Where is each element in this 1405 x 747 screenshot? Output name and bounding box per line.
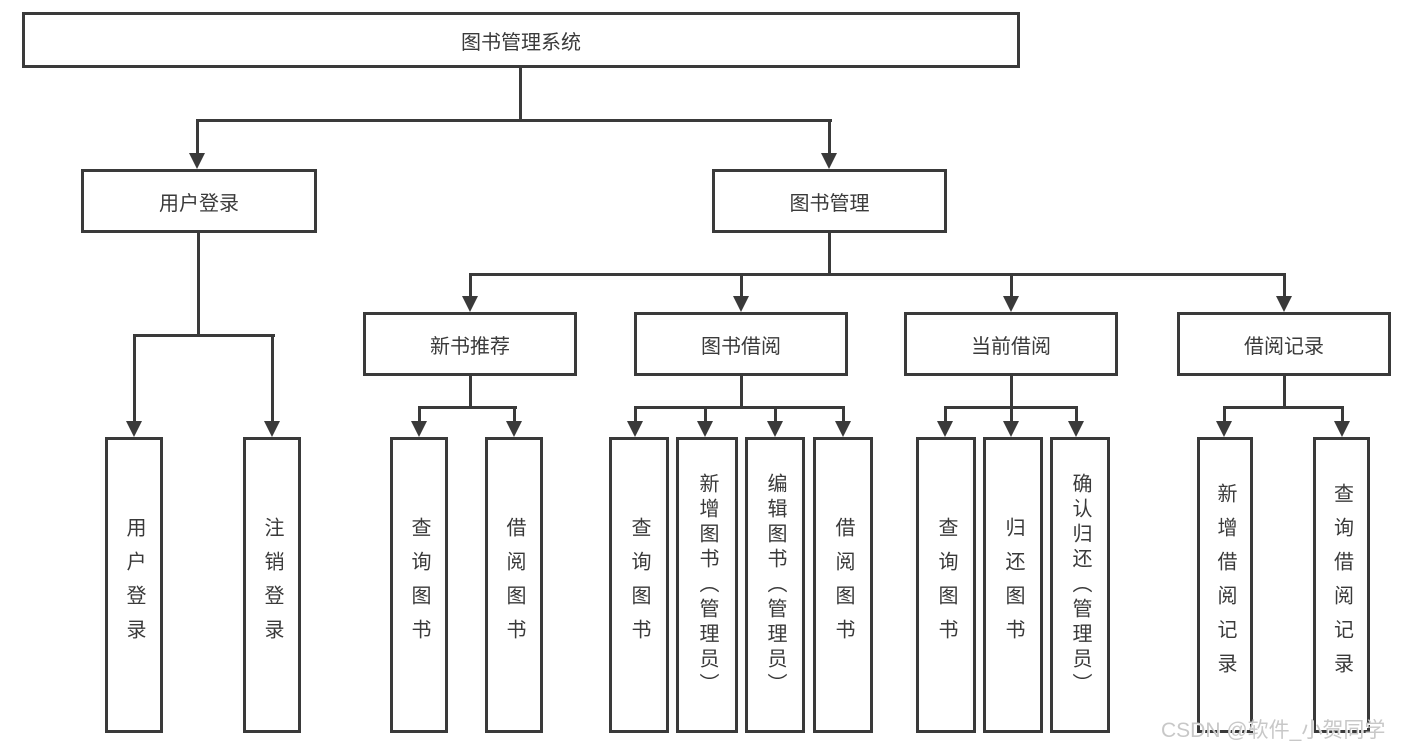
arrow-down-icon [264, 421, 280, 437]
arrow-down-icon [767, 421, 783, 437]
connector-line [634, 406, 845, 409]
connector-line [1075, 406, 1078, 423]
leaf-borrow-add-admin: 新增图书（管理员） [676, 437, 738, 733]
arrow-down-icon [697, 421, 713, 437]
leaf-user-login: 用户登录 [105, 437, 163, 733]
connector-line [196, 119, 199, 155]
connector-line [197, 231, 200, 337]
connector-line [1010, 273, 1013, 298]
connector-line [740, 374, 743, 409]
connector-line [1223, 406, 1344, 409]
connector-line [418, 406, 517, 409]
arrow-down-icon [1068, 421, 1084, 437]
node-book-borrow: 图书借阅 [634, 312, 848, 376]
leaf-borrow-edit-admin: 编辑图书（管理员） [745, 437, 805, 733]
leaf-logout: 注销登录 [243, 437, 301, 733]
leaf-borrow-book: 借阅图书 [813, 437, 873, 733]
connector-line [271, 334, 274, 423]
connector-line [1283, 374, 1286, 409]
csdn-watermark: CSDN @软件_小贺同学 [1161, 719, 1386, 742]
connector-line [469, 374, 472, 409]
arrow-down-icon [506, 421, 522, 437]
connector-line [704, 406, 707, 423]
arrow-down-icon [835, 421, 851, 437]
arrow-down-icon [937, 421, 953, 437]
leaf-record-add: 新增借阅记录 [1197, 437, 1253, 733]
connector-line [828, 231, 831, 276]
leaf-newbook-query: 查询图书 [390, 437, 448, 733]
connector-line [469, 273, 472, 298]
connector-line [469, 273, 1286, 276]
connector-line [513, 406, 516, 423]
connector-line [1341, 406, 1344, 423]
leaf-current-return: 归还图书 [983, 437, 1043, 733]
connector-line [774, 406, 777, 423]
leaf-current-confirm-admin: 确认归还（管理员） [1050, 437, 1110, 733]
node-book-management: 图书管理 [712, 169, 947, 233]
arrow-down-icon [1334, 421, 1350, 437]
arrow-down-icon [627, 421, 643, 437]
connector-line [828, 119, 831, 155]
arrow-down-icon [462, 296, 478, 312]
connector-line [133, 334, 136, 423]
leaf-current-query: 查询图书 [916, 437, 976, 733]
leaf-record-query: 查询借阅记录 [1313, 437, 1370, 733]
connector-line [196, 119, 832, 122]
arrow-down-icon [189, 153, 205, 169]
arrow-down-icon [821, 153, 837, 169]
connector-line [133, 334, 275, 337]
connector-line [842, 406, 845, 423]
connector-line [1223, 406, 1226, 423]
arrow-down-icon [1003, 296, 1019, 312]
connector-line [1010, 406, 1013, 423]
leaf-newbook-borrow: 借阅图书 [485, 437, 543, 733]
arrow-down-icon [411, 421, 427, 437]
arrow-down-icon [733, 296, 749, 312]
connector-line [1010, 374, 1013, 409]
node-new-book-recommend: 新书推荐 [363, 312, 577, 376]
connector-line [519, 66, 522, 121]
arrow-down-icon [126, 421, 142, 437]
connector-line [634, 406, 637, 423]
arrow-down-icon [1216, 421, 1232, 437]
node-user-login: 用户登录 [81, 169, 317, 233]
connector-line [1283, 273, 1286, 298]
node-current-borrow: 当前借阅 [904, 312, 1118, 376]
connector-line [740, 273, 743, 298]
connector-line [418, 406, 421, 423]
leaf-borrow-query: 查询图书 [609, 437, 669, 733]
node-root-library-system: 图书管理系统 [22, 12, 1020, 68]
node-borrow-record: 借阅记录 [1177, 312, 1391, 376]
connector-line [944, 406, 947, 423]
arrow-down-icon [1276, 296, 1292, 312]
arrow-down-icon [1003, 421, 1019, 437]
